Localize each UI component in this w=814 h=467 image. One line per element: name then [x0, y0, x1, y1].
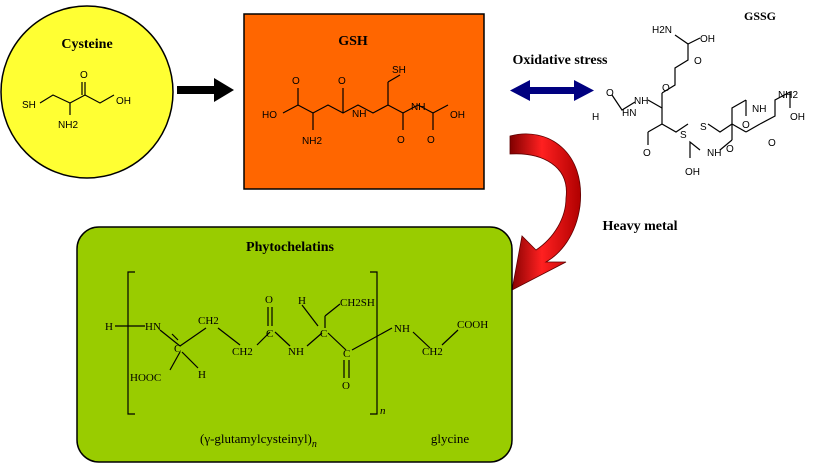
- atom-label: C: [266, 328, 273, 340]
- cysteine-circle: [0, 5, 174, 179]
- atom-label: H: [298, 295, 306, 307]
- atom-label: OH: [116, 96, 131, 107]
- atom-label: OH: [790, 112, 805, 123]
- atom-label: NH: [752, 104, 766, 115]
- atom-label: NH2: [58, 120, 78, 131]
- atom-label: H: [592, 112, 599, 123]
- atom-label: HN: [622, 108, 636, 119]
- atom-label: H: [105, 321, 113, 333]
- atom-label: CH2: [198, 315, 219, 327]
- atom-label: CH2: [422, 346, 443, 358]
- atom-label: O: [726, 144, 734, 155]
- gssg-structure: H2N OH O O NH O H HN S S O NH O NH2 OH O…: [592, 25, 805, 178]
- atom-label: S: [700, 122, 707, 133]
- atom-label: NH: [288, 346, 304, 358]
- atom-label: C: [174, 343, 181, 355]
- atom-label: O: [768, 138, 776, 149]
- heavy-metal-label: Heavy metal: [602, 219, 677, 234]
- atom-label: O: [338, 76, 346, 87]
- atom-label: O: [694, 56, 702, 67]
- repeat-unit-label: (γ-glutamylcysteinyl)n: [200, 431, 317, 450]
- atom-label: O: [742, 120, 750, 131]
- cysteine-node: Cysteine SH OH O NH2: [0, 5, 174, 179]
- atom-label: S: [680, 130, 687, 141]
- atom-label: OH: [685, 167, 700, 178]
- phytochelatins-structure: H HN CH2 C CH2 O C NH H C CH2SH C O HOOC…: [105, 271, 488, 417]
- atom-label: NH: [634, 96, 648, 107]
- atom-label: C: [320, 328, 327, 340]
- cysteine-structure: SH OH O NH2: [22, 70, 131, 131]
- atom-label: O: [662, 83, 670, 94]
- atom-label: SH: [22, 100, 36, 111]
- atom-label: NH: [411, 102, 425, 113]
- atom-label: HO: [262, 110, 277, 121]
- atom-label: H2N: [652, 25, 672, 36]
- arrow-cysteine-to-gsh: [177, 78, 234, 102]
- atom-label: O: [643, 148, 651, 159]
- atom-label: OH: [700, 34, 715, 45]
- oxidative-stress-label: Oxidative stress: [512, 53, 608, 68]
- atom-label: O: [397, 135, 405, 146]
- gssg-node: GSSG H2N OH O O NH O H HN S: [592, 9, 805, 178]
- atom-label: C: [343, 348, 350, 360]
- phytochelatins-box: [76, 226, 513, 463]
- gsh-box: [243, 13, 485, 190]
- atom-label: O: [265, 294, 273, 306]
- atom-label: COOH: [457, 319, 488, 331]
- atom-label: O: [292, 76, 300, 87]
- atom-label: O: [427, 135, 435, 146]
- atom-label: SH: [392, 65, 406, 76]
- atom-label: O: [342, 380, 350, 392]
- gsh-title: GSH: [338, 34, 368, 49]
- oxidative-double-arrow: [510, 80, 594, 101]
- cysteine-title: Cysteine: [61, 37, 112, 52]
- atom-label: HN: [145, 321, 161, 333]
- atom-label: O: [606, 88, 614, 99]
- atom-label: NH2: [302, 136, 322, 147]
- atom-label: NH: [707, 148, 721, 159]
- gsh-node: GSH HO O NH2 O NH SH O NH O OH: [243, 13, 485, 190]
- heavy-metal-curved-arrow: [509, 133, 582, 291]
- gsh-structure: HO O NH2 O NH SH O NH O OH: [262, 65, 465, 147]
- repeat-subscript: n: [380, 405, 386, 417]
- atom-label: NH: [352, 109, 366, 120]
- atom-label: NH2: [778, 90, 798, 101]
- atom-label: CH2SH: [340, 297, 375, 309]
- atom-label: OH: [450, 110, 465, 121]
- atom-label: H: [198, 369, 206, 381]
- atom-label: NH: [394, 323, 410, 335]
- gssg-title: GSSG: [744, 9, 776, 23]
- atom-label: CH2: [232, 346, 253, 358]
- phytochelatins-node: Phytochelatins H: [76, 226, 513, 463]
- glycine-label: glycine: [431, 431, 469, 446]
- atom-label: HOOC: [130, 372, 161, 384]
- phytochelatins-title: Phytochelatins: [246, 240, 334, 255]
- atom-label: O: [80, 70, 88, 81]
